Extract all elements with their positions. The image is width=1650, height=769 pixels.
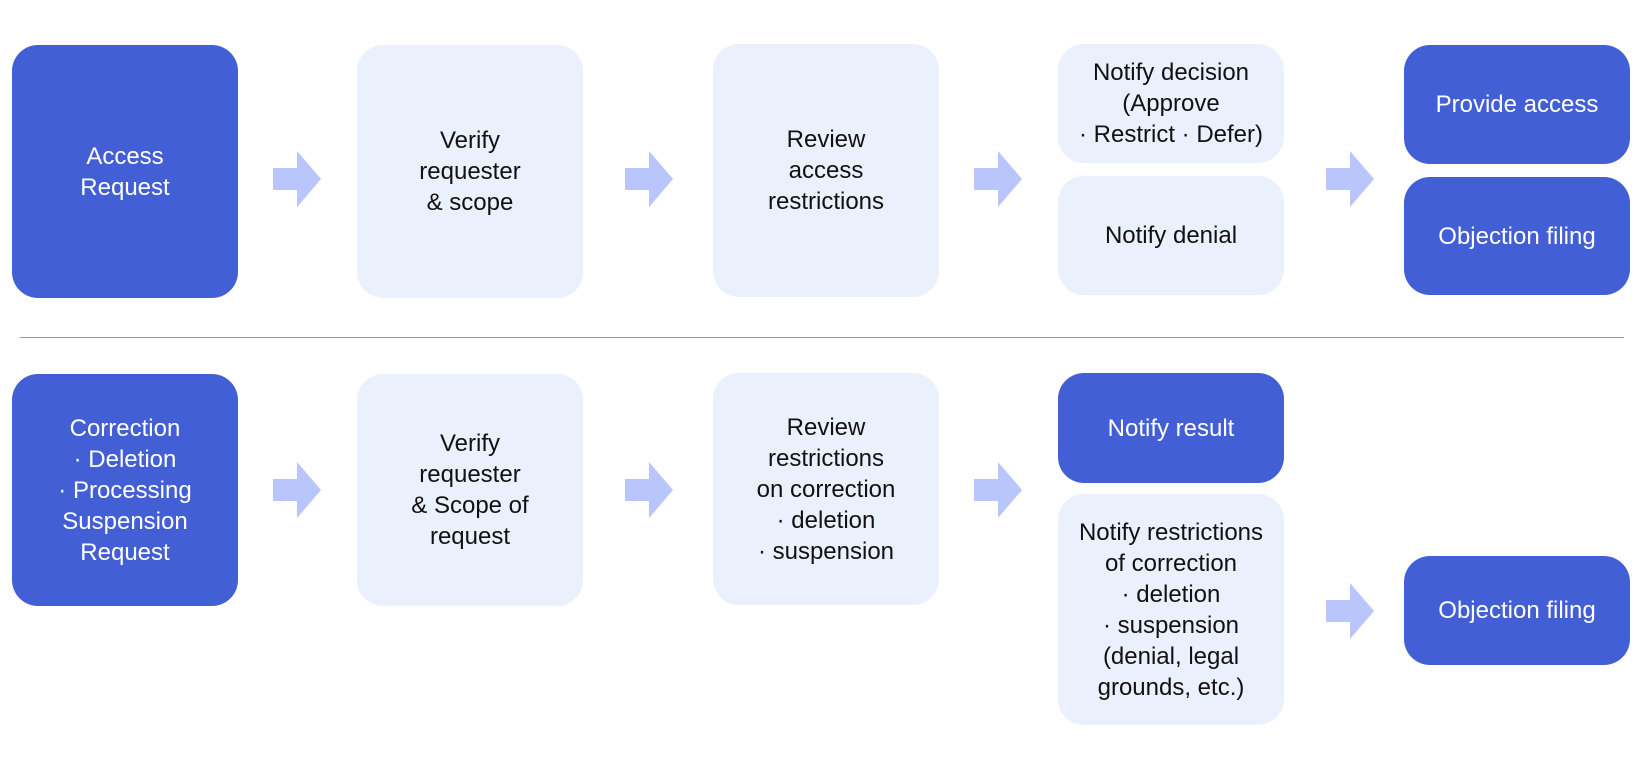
arrow-right-icon xyxy=(974,462,1022,518)
notify-denial-box: Notify denial xyxy=(1058,176,1284,295)
verify-requester-scope-request-box: Verify requester & Scope of request xyxy=(357,374,583,606)
arrow-right-icon xyxy=(273,462,321,518)
notify-restrictions-box: Notify restrictions of correction · dele… xyxy=(1058,494,1284,725)
notify-decision-box: Notify decision (Approve · Restrict · De… xyxy=(1058,44,1284,163)
arrow-right-icon xyxy=(974,151,1022,207)
access-request-box: Access Request xyxy=(12,45,238,298)
arrow-right-icon xyxy=(273,151,321,207)
arrow-right-icon xyxy=(625,462,673,518)
section-divider xyxy=(20,337,1624,338)
correction-request-box: Correction · Deletion · Processing Suspe… xyxy=(12,374,238,606)
objection-filing-box-access: Objection filing xyxy=(1404,177,1630,295)
verify-requester-scope-box: Verify requester & scope xyxy=(357,45,583,298)
review-correction-restrictions-box: Review restrictions on correction · dele… xyxy=(713,373,939,605)
notify-result-box: Notify result xyxy=(1058,373,1284,483)
arrow-right-icon xyxy=(625,151,673,207)
arrow-right-icon xyxy=(1326,151,1374,207)
provide-access-box: Provide access xyxy=(1404,45,1630,164)
arrow-right-icon xyxy=(1326,583,1374,639)
review-access-restrictions-box: Review access restrictions xyxy=(713,44,939,297)
objection-filing-box-correction: Objection filing xyxy=(1404,556,1630,665)
